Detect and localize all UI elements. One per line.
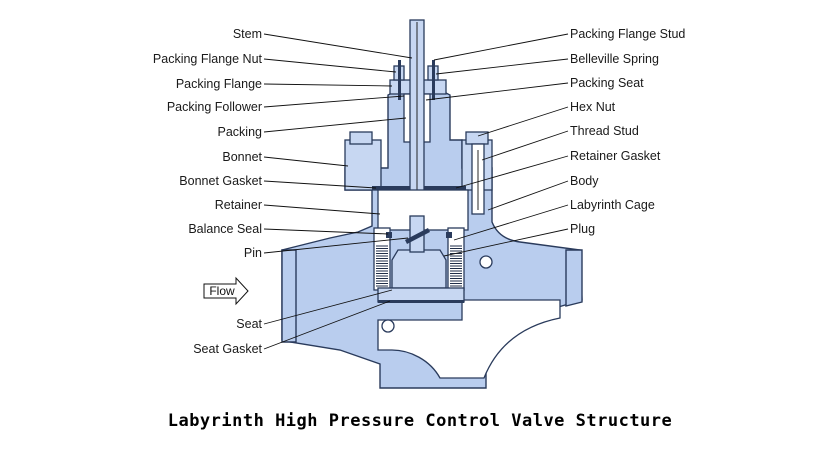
diagram-title: Labyrinth High Pressure Control Valve St…: [168, 411, 673, 431]
label-packing-seat: Packing Seat: [570, 76, 644, 90]
label-packing-flange-stud: Packing Flange Stud: [570, 27, 685, 41]
label-bonnet-gasket: Bonnet Gasket: [179, 174, 262, 188]
valve-body: [281, 89, 583, 389]
flow-label: Flow: [209, 284, 235, 298]
label-retainer-gasket: Retainer Gasket: [570, 149, 661, 163]
label-hex-nut: Hex Nut: [570, 100, 616, 114]
label-packing-flange: Packing Flange: [176, 77, 262, 91]
flow-arrow: Flow: [203, 276, 249, 306]
label-packing: Packing: [218, 125, 263, 139]
label-seat-gasket: Seat Gasket: [193, 342, 262, 356]
label-balance-seal: Balance Seal: [188, 222, 262, 236]
left-labels: Stem Packing Flange Nut Packing Flange P…: [153, 27, 263, 356]
right-labels: Packing Flange Stud Belleville Spring Pa…: [570, 27, 685, 236]
label-seat: Seat: [236, 317, 262, 331]
label-pin: Pin: [244, 246, 262, 260]
label-bonnet: Bonnet: [222, 150, 262, 164]
label-stem: Stem: [233, 27, 262, 41]
label-packing-flange-nut: Packing Flange Nut: [153, 52, 263, 66]
label-plug: Plug: [570, 222, 595, 236]
label-packing-follower: Packing Follower: [167, 100, 262, 114]
leader-lines: [263, 33, 569, 350]
label-labyrinth-cage: Labyrinth Cage: [570, 198, 655, 212]
label-belleville-spring: Belleville Spring: [570, 52, 659, 66]
stem-assembly: [389, 19, 447, 221]
label-body: Body: [570, 174, 599, 188]
trim: [373, 189, 469, 303]
label-thread-stud: Thread Stud: [570, 124, 639, 138]
label-retainer: Retainer: [215, 198, 262, 212]
